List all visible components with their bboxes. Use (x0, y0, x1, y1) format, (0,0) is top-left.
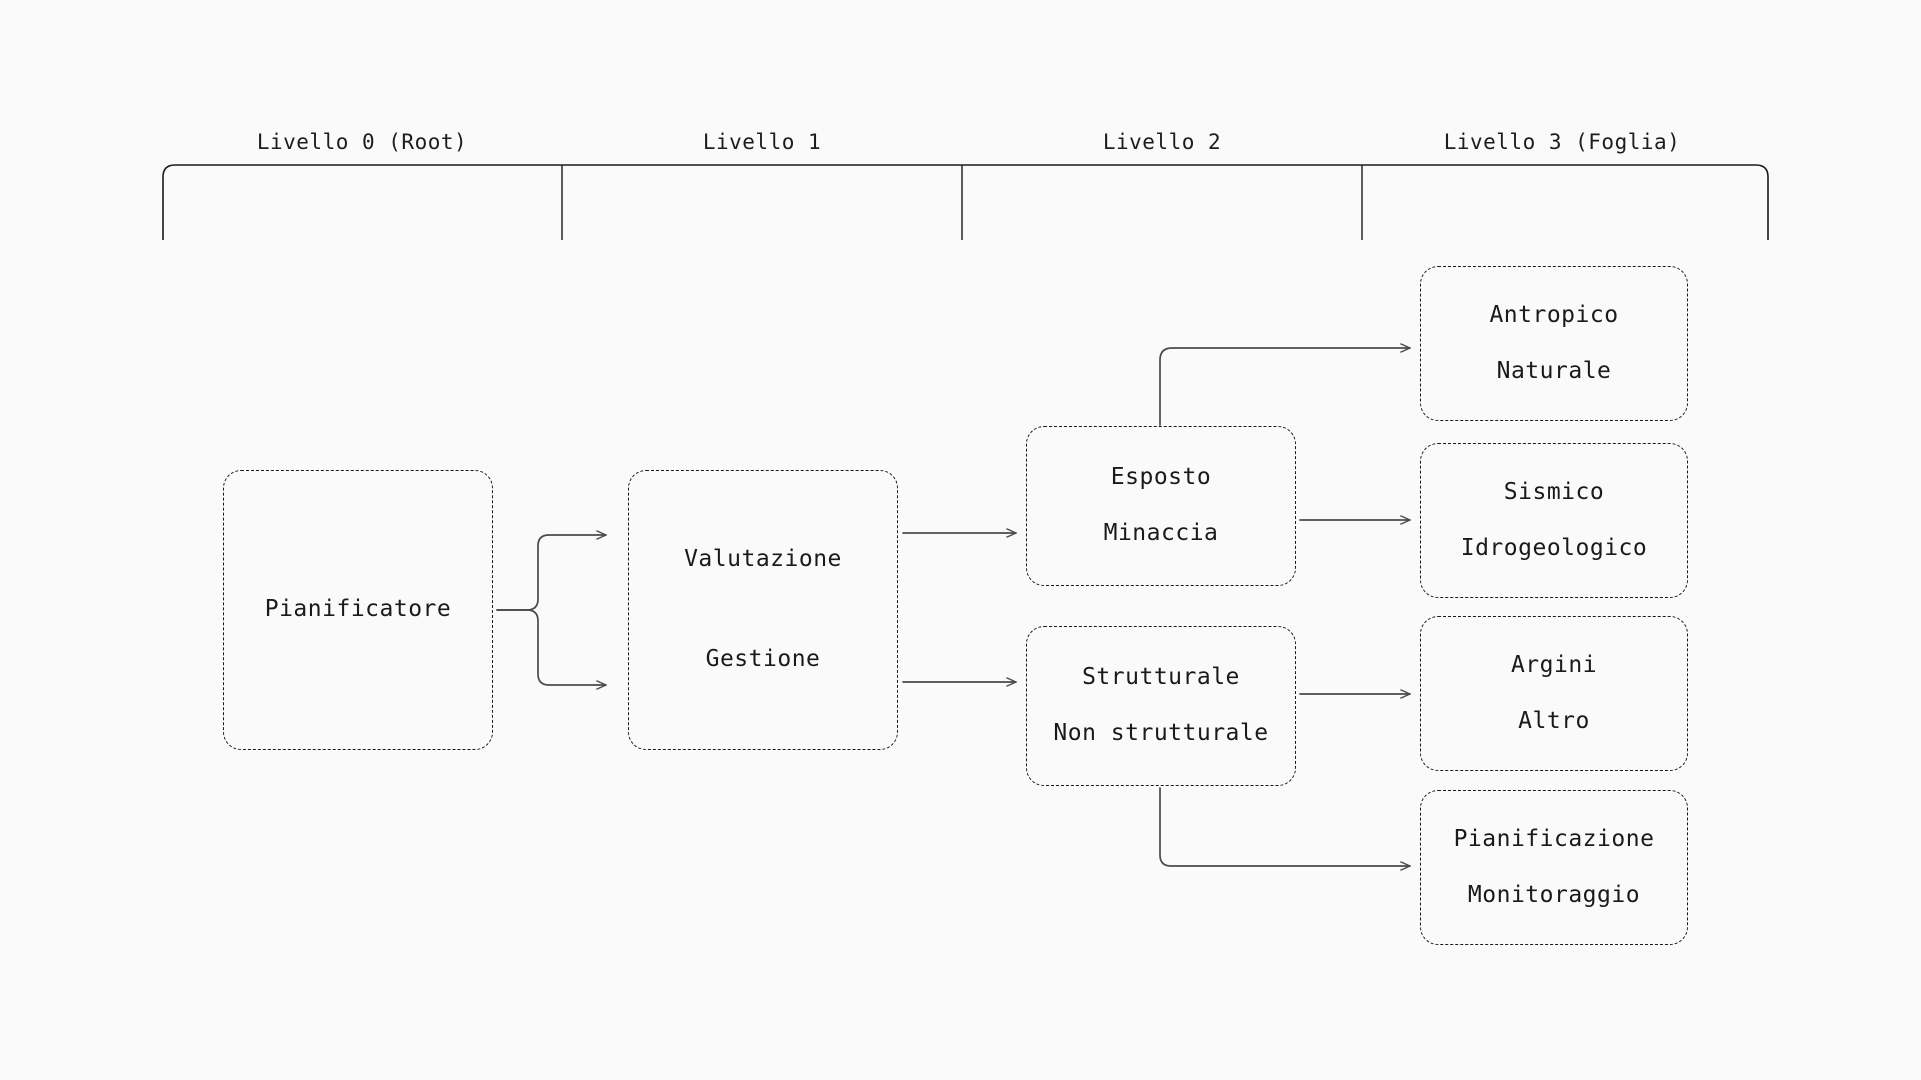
node-valutazione-gestione[interactable]: Valutazione Gestione (628, 470, 898, 750)
node-esposto-minaccia-line-1: Minaccia (1103, 520, 1219, 546)
node-valutazione-gestione-line-0: Valutazione (684, 546, 842, 573)
node-argini-altro-line-1: Altro (1518, 707, 1590, 734)
node-strutturale-non-strutturale[interactable]: Strutturale Non strutturale (1026, 626, 1296, 786)
node-strutturale-line-1: Non strutturale (1053, 720, 1269, 746)
node-argini-altro-line-0: Argini (1510, 651, 1598, 678)
node-antropico-naturale-line-0: Antropico (1489, 301, 1619, 328)
node-antropico-naturale-line-1: Naturale (1496, 357, 1612, 384)
edge-pianificatore-branch (496, 535, 607, 685)
node-antropico-naturale[interactable]: Antropico Naturale (1420, 266, 1688, 421)
level-label-1: Livello 1 (702, 130, 822, 154)
node-sismico-idrogeologico-line-1: Idrogeologico (1460, 534, 1648, 561)
node-sismico-idrogeologico[interactable]: Sismico Idrogeologico (1420, 443, 1688, 598)
edge-strutturale-pianificazione (1159, 787, 1411, 866)
level-label-0: Livello 0 (Root) (256, 130, 468, 154)
node-sismico-idrogeologico-line-0: Sismico (1503, 478, 1605, 505)
node-pianificazione-monitoraggio-line-1: Monitoraggio (1467, 881, 1641, 908)
header-bracket (162, 164, 1769, 240)
node-pianificazione-monitoraggio[interactable]: Pianificazione Monitoraggio (1420, 790, 1688, 945)
node-strutturale-line-0: Strutturale (1082, 664, 1240, 691)
node-esposto-minaccia[interactable]: Esposto Minaccia (1026, 426, 1296, 586)
level-label-3: Livello 3 (Foglia) (1443, 130, 1681, 154)
edge-esposto-antropico (1159, 348, 1411, 426)
node-pianificatore[interactable]: Pianificatore (223, 470, 493, 750)
node-valutazione-gestione-line-1: Gestione (705, 646, 821, 672)
node-argini-altro[interactable]: Argini Altro (1420, 616, 1688, 771)
node-pianificatore-line-0: Pianificatore (264, 596, 452, 623)
node-esposto-minaccia-line-0: Esposto (1110, 464, 1212, 491)
level-label-2: Livello 2 (1102, 130, 1222, 154)
node-pianificazione-monitoraggio-line-0: Pianificazione (1453, 825, 1655, 852)
